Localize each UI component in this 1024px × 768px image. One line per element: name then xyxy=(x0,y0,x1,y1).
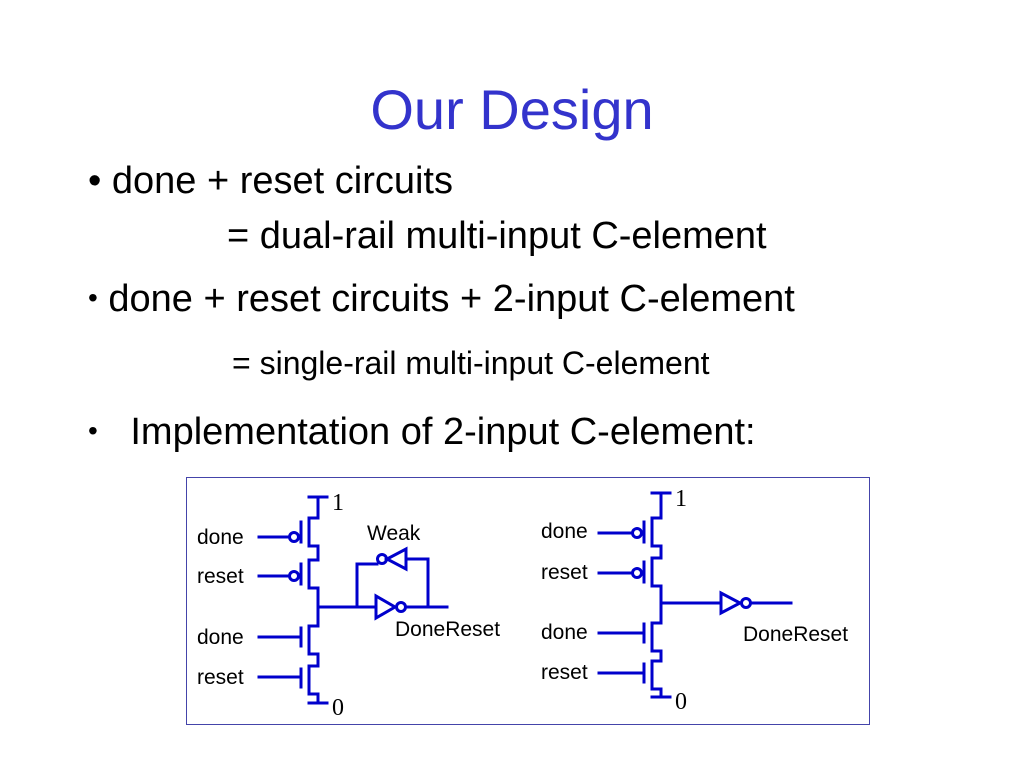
pmos-transistor xyxy=(257,558,320,590)
right-circuit: 1 0 DoneReset done reset done reset xyxy=(541,486,848,715)
bullet-2: • done + reset circuits + 2-input C-elem… xyxy=(88,280,795,318)
nmos-transistor xyxy=(597,659,663,691)
input-label: done xyxy=(541,621,588,644)
circuit-schematic: 1 0 Weak DoneReset done reset done reset xyxy=(197,486,848,721)
input-label: done xyxy=(541,520,588,543)
nmos-transistor xyxy=(257,664,320,696)
bullet-dot: • xyxy=(88,415,98,446)
output-label: DoneReset xyxy=(395,618,500,641)
inverter-icon xyxy=(374,593,407,621)
bullet-3: • Implementation of 2-input C-element: xyxy=(88,413,756,451)
output-label: DoneReset xyxy=(743,623,848,646)
vdd-label: 1 xyxy=(675,486,687,512)
gnd-label: 0 xyxy=(332,695,344,721)
bullet-3-text: Implementation of 2-input C-element: xyxy=(130,411,756,453)
input-label: reset xyxy=(541,561,588,584)
input-label: reset xyxy=(197,565,244,588)
weak-inverter-icon xyxy=(376,546,408,572)
pmos-transistor xyxy=(597,556,663,588)
input-label: done xyxy=(197,526,244,549)
input-label: reset xyxy=(197,666,244,689)
inverter-icon xyxy=(719,590,752,616)
vdd-label: 1 xyxy=(332,490,344,516)
weak-label: Weak xyxy=(367,522,421,545)
bullet-2-text: done + reset circuits + 2-input C-elemen… xyxy=(108,278,795,320)
bullet-1-text: done + reset circuits xyxy=(111,160,453,202)
bullet-dot: • xyxy=(88,282,98,313)
nmos-transistor xyxy=(257,624,320,656)
pmos-transistor xyxy=(597,516,663,548)
slide-title: Our Design xyxy=(370,78,654,141)
input-label: done xyxy=(197,626,244,649)
pmos-transistor xyxy=(257,516,320,548)
c-element-diagram: 1 0 Weak DoneReset done reset done reset xyxy=(186,477,870,725)
bullet-1-continuation: = dual-rail multi-input C-element xyxy=(227,215,767,257)
input-label: reset xyxy=(541,661,588,684)
nmos-transistor xyxy=(597,621,663,653)
gnd-label: 0 xyxy=(675,689,687,715)
left-circuit: 1 0 Weak DoneReset done reset done reset xyxy=(197,490,500,721)
keeper-feedback-wire xyxy=(355,562,379,609)
bullet-2-continuation: = single-rail multi-input C-element xyxy=(232,345,710,381)
bullet-1: • done + reset circuits xyxy=(88,162,453,200)
bullet-dot: • xyxy=(88,160,102,202)
